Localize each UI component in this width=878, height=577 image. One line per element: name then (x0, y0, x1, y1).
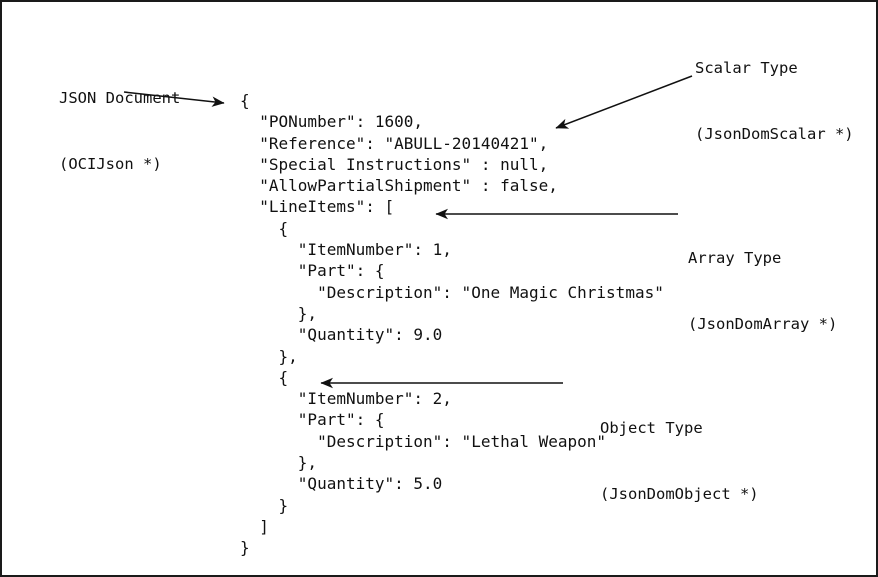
annotation-object-type-line1: Object Type (600, 419, 703, 437)
annotation-json-document-line2: (OCIJson *) (59, 155, 162, 173)
annotation-scalar-type-line1: Scalar Type (695, 59, 798, 77)
annotation-object-type: Object Type (JsonDomObject *) (600, 373, 759, 549)
annotation-json-document-line1: JSON Document (59, 89, 181, 107)
json-line: { (240, 367, 289, 387)
json-line: "ItemNumber": 2, (240, 389, 452, 409)
json-line: "Part": { (240, 410, 385, 430)
annotation-json-document: JSON Document (OCIJson *) (59, 43, 180, 219)
json-line: } (240, 495, 289, 515)
json-line: ] (240, 516, 269, 536)
json-line: "Description": "Lethal Weapon" (240, 431, 607, 451)
json-line: "AllowPartialShipment" : false, (240, 176, 558, 196)
json-line: { (240, 91, 250, 110)
json-line: "Quantity": 9.0 (240, 325, 443, 345)
json-line: { (240, 218, 289, 238)
json-line: "PONumber": 1600, (240, 112, 424, 132)
annotation-array-type-line1: Array Type (688, 249, 782, 267)
annotation-scalar-type: Scalar Type (JsonDomScalar *) (695, 13, 854, 189)
annotation-scalar-type-line2: (JsonDomScalar *) (695, 125, 854, 143)
json-line: }, (240, 453, 318, 473)
json-line: "Quantity": 5.0 (240, 474, 443, 494)
annotation-object-type-line2: (JsonDomObject *) (600, 485, 759, 503)
json-line: "Special Instructions" : null, (240, 154, 549, 174)
json-line: }, (240, 346, 298, 366)
json-line: "Description": "One Magic Christmas" (240, 282, 664, 302)
json-line: "ItemNumber": 1, (240, 240, 452, 260)
annotation-array-type: Array Type (JsonDomArray *) (688, 203, 837, 379)
json-line: "LineItems": [ (240, 197, 395, 217)
json-line: } (240, 538, 250, 558)
json-line: "Reference": "ABULL-20140421", (240, 133, 549, 153)
annotation-array-type-line2: (JsonDomArray *) (688, 315, 838, 333)
json-line: }, (240, 303, 318, 323)
json-document-code: { "PONumber": 1600, "Reference": "ABULL-… (240, 90, 664, 559)
json-line: "Part": { (240, 261, 385, 281)
